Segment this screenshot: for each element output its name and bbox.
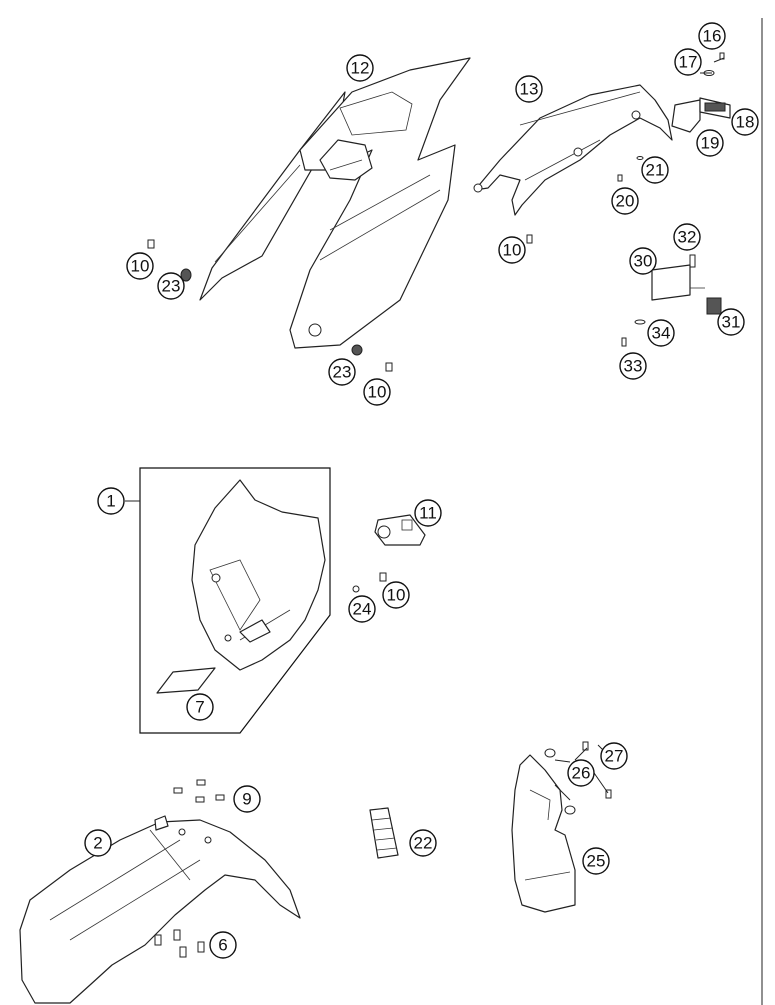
callout-34: 34 [647,319,675,347]
left-hardware [147,239,393,372]
filter-element [369,807,399,859]
callout-32: 32 [673,223,701,251]
callout-10-mask: 10 [382,581,410,609]
front-fender [19,815,301,1004]
svg-text:26: 26 [572,764,591,783]
callout-6: 6 [209,931,237,959]
callout-20: 20 [611,187,639,215]
svg-text:18: 18 [736,113,755,132]
svg-text:16: 16 [703,27,722,46]
svg-text:22: 22 [414,834,433,853]
callout-7: 7 [186,693,214,721]
callout-23-left: 23 [157,272,185,300]
fender-nuts [173,779,225,803]
svg-text:32: 32 [678,228,697,247]
callout-13: 13 [515,75,543,103]
callout-31: 31 [717,308,745,336]
svg-text:23: 23 [162,277,181,296]
callout-10-left: 10 [126,252,154,280]
mask-hardware [352,572,387,593]
callout-16: 16 [698,22,726,50]
svg-text:7: 7 [195,698,204,717]
assembly-frame [139,467,331,734]
svg-text:27: 27 [605,747,624,766]
fender-screws [154,929,205,958]
callout-9: 9 [233,785,261,813]
leader-lines [554,57,725,801]
svg-text:34: 34 [652,324,671,343]
callout-25: 25 [582,847,610,875]
callout-33: 33 [619,352,647,380]
svg-text:10: 10 [503,241,522,260]
svg-text:21: 21 [646,161,665,180]
svg-text:1: 1 [106,492,115,511]
callout-10-fender: 10 [498,236,526,264]
svg-text:20: 20 [616,192,635,211]
callout-21: 21 [641,156,669,184]
callout-10-bottom: 10 [363,378,391,406]
svg-text:17: 17 [679,53,698,72]
cable-holder [374,514,426,546]
svg-text:13: 13 [520,80,539,99]
svg-text:6: 6 [218,936,227,955]
callout-12: 12 [346,54,374,82]
svg-text:12: 12 [351,59,370,78]
svg-text:33: 33 [624,357,643,376]
fender-hardware [526,52,731,244]
callout-23-bottom: 23 [328,358,356,386]
callout-27: 27 [600,742,628,770]
callout-26: 26 [567,759,595,787]
svg-text:11: 11 [419,504,437,523]
callout-30: 30 [629,247,657,275]
svg-text:10: 10 [387,586,406,605]
callout-22: 22 [409,829,437,857]
callout-24: 24 [348,595,376,623]
callout-19: 19 [696,129,724,157]
callout-18: 18 [731,108,759,136]
callout-11: 11 [414,499,442,527]
callout-1: 1 [97,487,125,515]
svg-text:30: 30 [634,252,653,271]
license-bracket [621,254,722,347]
svg-text:24: 24 [353,600,372,619]
callout-2: 2 [84,829,112,857]
svg-text:25: 25 [587,852,606,871]
svg-text:31: 31 [722,313,741,332]
callout-17: 17 [674,48,702,76]
mask-sticker [156,667,216,694]
headlight-mask [191,479,326,671]
rear-fender [473,84,673,216]
svg-text:2: 2 [93,834,102,853]
svg-text:10: 10 [368,383,387,402]
side-panel-assembly [199,57,471,349]
svg-text:23: 23 [333,363,352,382]
svg-text:10: 10 [131,257,150,276]
svg-text:19: 19 [701,134,720,153]
fork-guard [511,741,612,913]
svg-text:9: 9 [242,790,251,809]
